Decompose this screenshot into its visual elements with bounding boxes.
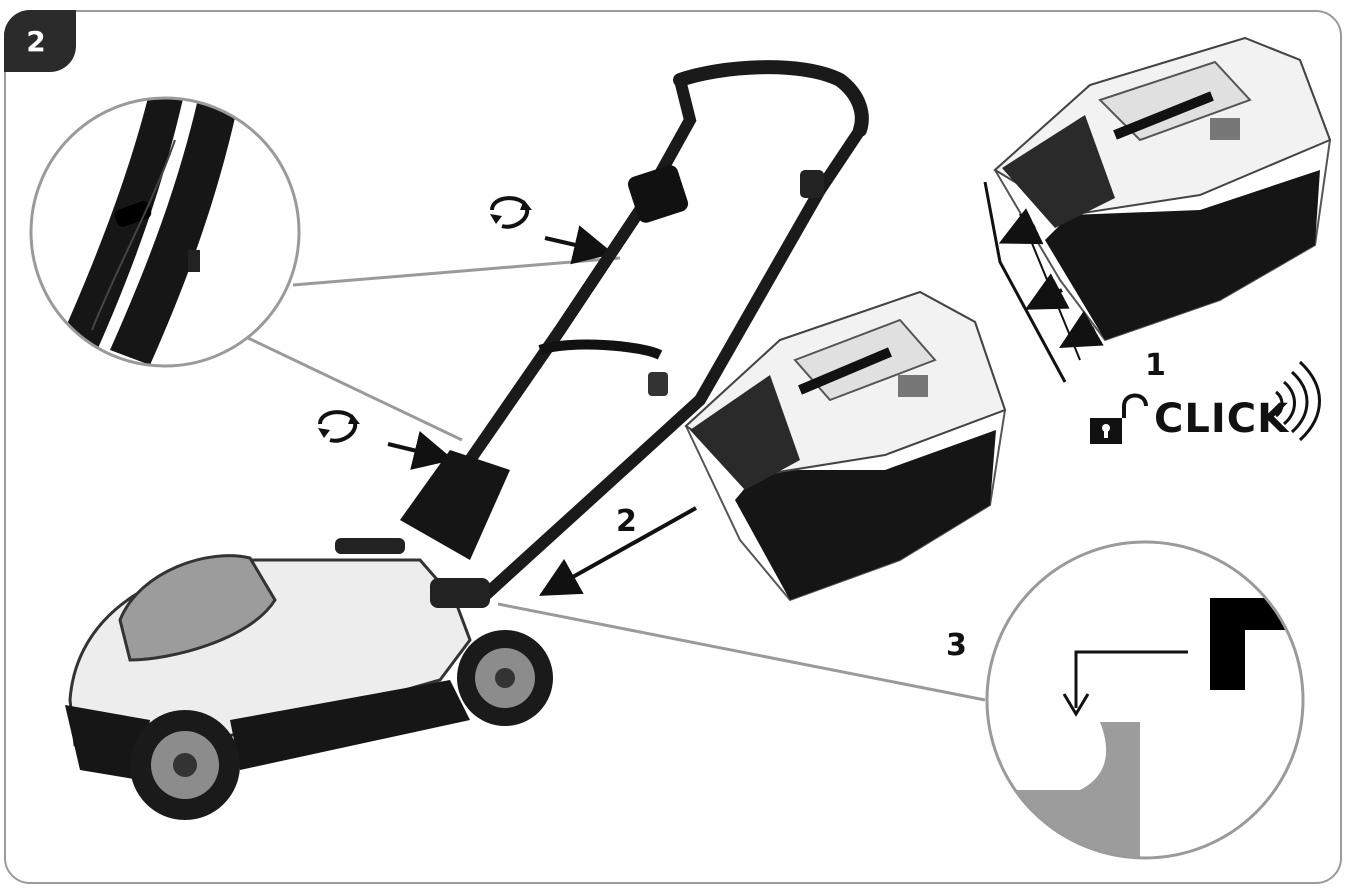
arrow-icon — [1074, 650, 1188, 708]
step-label-2: 2 — [616, 504, 637, 539]
step-label-1: 1 — [1145, 348, 1166, 383]
leader-line — [292, 256, 621, 287]
rotate-icon — [318, 410, 360, 443]
arrow-icon — [1024, 273, 1070, 310]
lock-icon — [1090, 393, 1148, 444]
arrow-icon — [539, 506, 697, 596]
grass-box-top-right — [983, 36, 1332, 383]
leader-line — [497, 602, 986, 702]
arrow-icon — [1059, 310, 1104, 348]
arrow-icon — [387, 431, 454, 470]
arrow-icon — [998, 208, 1044, 245]
step-label-3: 3 — [946, 628, 967, 663]
hook-detail-circle — [985, 540, 1305, 860]
leader-line — [247, 336, 463, 442]
grass-box-middle — [684, 290, 1007, 602]
click-label: CLICK — [1154, 396, 1290, 442]
sound-waves-icon — [1274, 360, 1321, 442]
rotate-icon — [490, 196, 532, 229]
step-number: 2 — [26, 24, 46, 58]
cable-clip-detail-circle — [29, 96, 301, 368]
lawn-mower — [65, 60, 869, 820]
arrow-icon — [544, 225, 614, 265]
step-badge: 2 — [4, 10, 76, 72]
